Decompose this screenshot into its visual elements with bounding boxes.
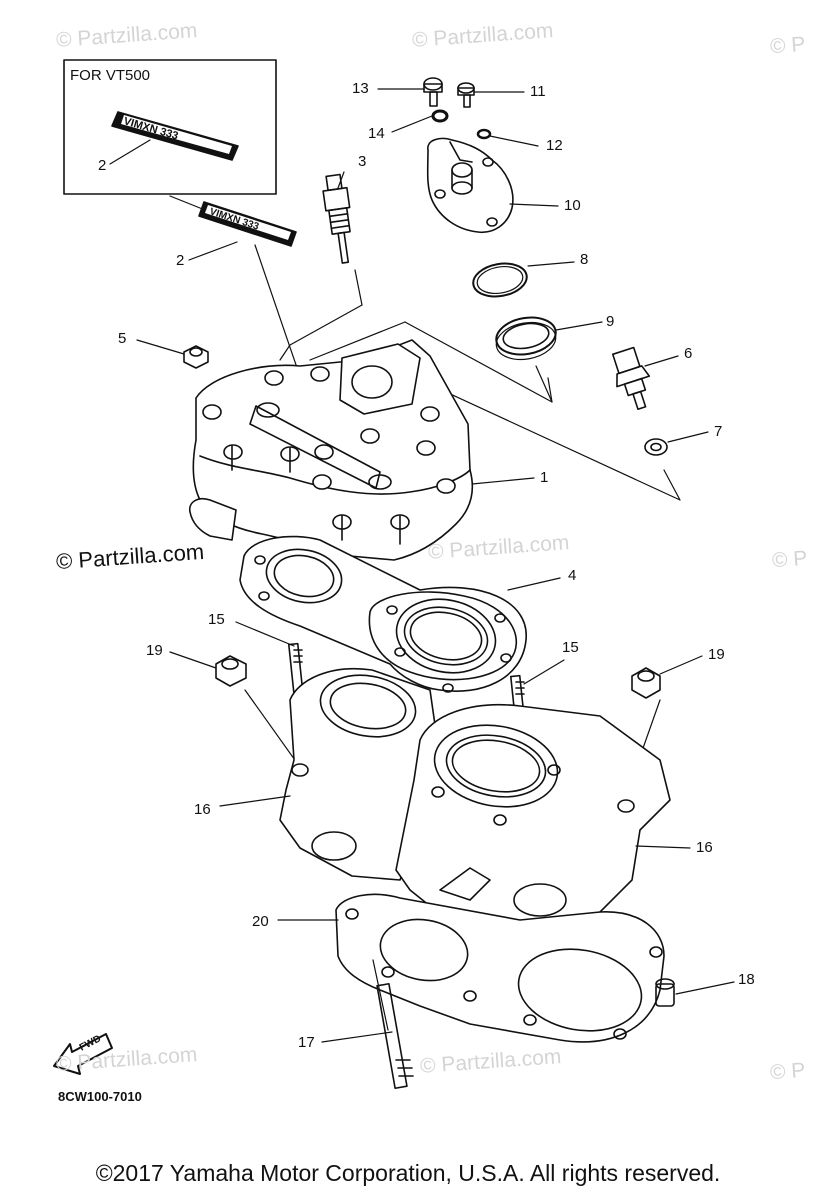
base-gasket-part — [335, 893, 665, 1043]
head-gasket-part — [239, 535, 527, 693]
nut-left-leader — [244, 689, 303, 771]
cylinder-head-part — [188, 339, 474, 561]
washer-7-part — [644, 438, 668, 456]
dowel-pin-part — [655, 978, 675, 1007]
cylinder-left-part — [279, 668, 441, 881]
plug-seat-line — [279, 304, 363, 361]
decal-part: VIMXN 333 — [198, 201, 297, 247]
callout-20: 20 — [252, 913, 269, 930]
callout-14: 14 — [368, 125, 385, 142]
thermostat-cover-part — [426, 137, 514, 233]
callout-15-right: 15 — [562, 639, 579, 656]
thermostat-seat-line — [404, 321, 553, 403]
washer-14-part — [431, 109, 449, 123]
decal-inset-part: VIMXN 333 — [111, 111, 239, 161]
callout-6: 6 — [684, 345, 693, 362]
callout-15-left: 15 — [208, 611, 225, 628]
diagram-code: 8CW100-7010 — [58, 1089, 142, 1104]
callout-13: 13 — [352, 80, 369, 97]
callout-leaders — [109, 88, 735, 1043]
nut-19-right-part — [631, 667, 661, 699]
callout-2: 2 — [176, 252, 185, 269]
inset-leader — [169, 195, 206, 211]
bolt-11-part — [457, 82, 475, 108]
thermostat-part — [495, 316, 557, 361]
callout-12: 12 — [546, 137, 563, 154]
washer-12-part — [476, 128, 492, 140]
inset-title: FOR VT500 — [70, 67, 151, 84]
callout-11: 11 — [530, 83, 546, 100]
seat-leader — [309, 321, 406, 361]
thermo-unit-part — [611, 346, 651, 411]
callout-16-right: 16 — [696, 839, 713, 856]
callout-7: 7 — [714, 423, 723, 440]
callout-8: 8 — [580, 251, 589, 268]
bolt-13-part — [423, 77, 443, 107]
copyright-notice: ©2017 Yamaha Motor Corporation, U.S.A. A… — [95, 1160, 721, 1186]
callout-19-right: 19 — [708, 646, 725, 663]
nut-5-part — [183, 345, 209, 369]
thermostat-leader — [535, 365, 553, 403]
callout-5: 5 — [118, 330, 127, 347]
callout-18: 18 — [738, 971, 755, 988]
svg-text:VIMXN 333: VIMXN 333 — [122, 115, 179, 142]
callout-19-left: 19 — [146, 642, 163, 659]
stud-leader — [372, 959, 389, 1031]
nut-19-left-part — [215, 655, 247, 687]
fwd-arrow-icon — [53, 1033, 113, 1075]
o-ring-part — [472, 262, 528, 298]
callout-17: 17 — [298, 1034, 315, 1051]
callout-16-left: 16 — [194, 801, 211, 818]
plug-leader — [354, 269, 363, 306]
inset-box — [63, 59, 277, 195]
watermark: © P — [771, 546, 809, 573]
callout-9: 9 — [606, 313, 615, 330]
stud-17-part — [376, 982, 414, 1090]
callout-10: 10 — [564, 197, 581, 214]
watermark: © P — [769, 32, 807, 59]
callout-2-inset: 2 — [98, 157, 107, 174]
callout-4: 4 — [568, 567, 577, 584]
watermark: © P — [769, 1058, 807, 1085]
spark-plug-part — [322, 173, 351, 264]
callout-3: 3 — [358, 153, 367, 170]
callout-1: 1 — [540, 469, 549, 486]
thermo-leader — [419, 379, 681, 501]
